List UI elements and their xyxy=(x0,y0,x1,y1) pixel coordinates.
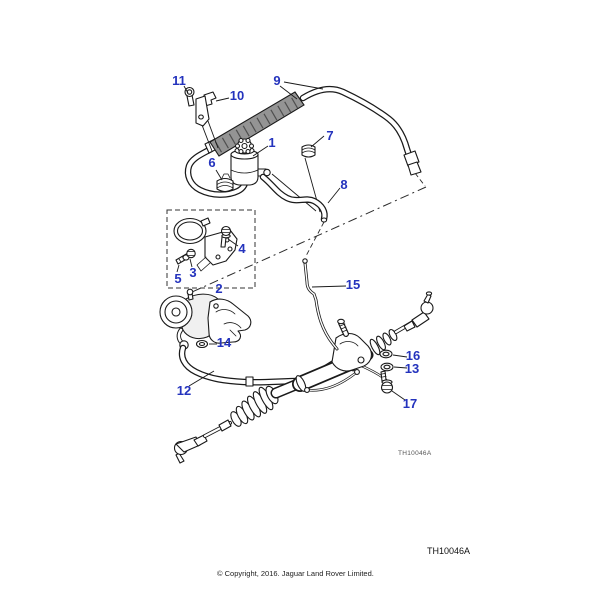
part-clamp-band xyxy=(173,217,211,245)
part-heat-shield-sleeve-9 xyxy=(209,91,305,157)
leader-lines xyxy=(176,81,408,401)
dashed-group-box xyxy=(166,209,256,289)
inline-drawing-ref: TH10046A xyxy=(398,450,432,457)
callout-14[interactable]: 14 xyxy=(217,335,232,350)
tie-rod-ball-right xyxy=(420,301,434,315)
part-washer-16 xyxy=(379,349,393,359)
callout-7[interactable]: 7 xyxy=(326,128,333,143)
callout-1[interactable]: 1 xyxy=(268,135,275,150)
callout-16[interactable]: 16 xyxy=(406,348,420,363)
callouts: 1 2 3 4 5 6 7 8 9 10 11 12 13 14 15 16 1… xyxy=(172,73,420,411)
drawing-ref: TH10046A xyxy=(427,546,470,556)
callout-15[interactable]: 15 xyxy=(346,277,360,292)
callout-8[interactable]: 8 xyxy=(340,177,347,192)
callout-3[interactable]: 3 xyxy=(189,265,196,280)
projection-line xyxy=(191,186,427,293)
callout-9[interactable]: 9 xyxy=(273,73,280,88)
callout-10[interactable]: 10 xyxy=(230,88,244,103)
copyright-text: © Copyright, 2016. Jaguar Land Rover Lim… xyxy=(217,569,374,578)
callout-12[interactable]: 12 xyxy=(177,383,191,398)
callout-17[interactable]: 17 xyxy=(403,396,417,411)
part-pump xyxy=(159,288,252,350)
part-washer-14 xyxy=(195,339,209,349)
valve-body xyxy=(331,332,373,372)
hose-coupling xyxy=(245,376,254,387)
part-spring-clamp-6 xyxy=(216,173,234,193)
projection-line xyxy=(271,173,317,212)
part-reservoir-1 xyxy=(230,137,271,186)
part-pressure-hose-9 xyxy=(299,85,422,176)
projection-line xyxy=(305,221,325,257)
part-clip-7 xyxy=(301,144,316,158)
part-clip-bracket-10 xyxy=(195,91,219,152)
part-bolt-3-and-screw-5 xyxy=(175,248,196,265)
part-bolt-11 xyxy=(184,86,195,107)
part-bolt-17 xyxy=(380,370,394,394)
callout-11[interactable]: 11 xyxy=(172,73,186,88)
projection-line xyxy=(414,172,426,187)
part-pipe-15 xyxy=(302,258,339,351)
pump-bracket xyxy=(207,298,252,344)
callout-4[interactable]: 4 xyxy=(238,241,246,256)
callout-6[interactable]: 6 xyxy=(208,155,215,170)
part-hose-8 xyxy=(259,173,328,223)
part-washer-13 xyxy=(380,362,394,372)
callout-5[interactable]: 5 xyxy=(174,271,181,286)
part-steering-rack xyxy=(173,291,434,464)
hose-end-nut xyxy=(407,161,422,176)
part-bolt-4 xyxy=(220,225,232,248)
callout-2[interactable]: 2 xyxy=(215,281,222,296)
construction-lines xyxy=(191,157,427,293)
callout-13[interactable]: 13 xyxy=(405,361,419,376)
part-mounting-group-2 xyxy=(166,209,256,289)
